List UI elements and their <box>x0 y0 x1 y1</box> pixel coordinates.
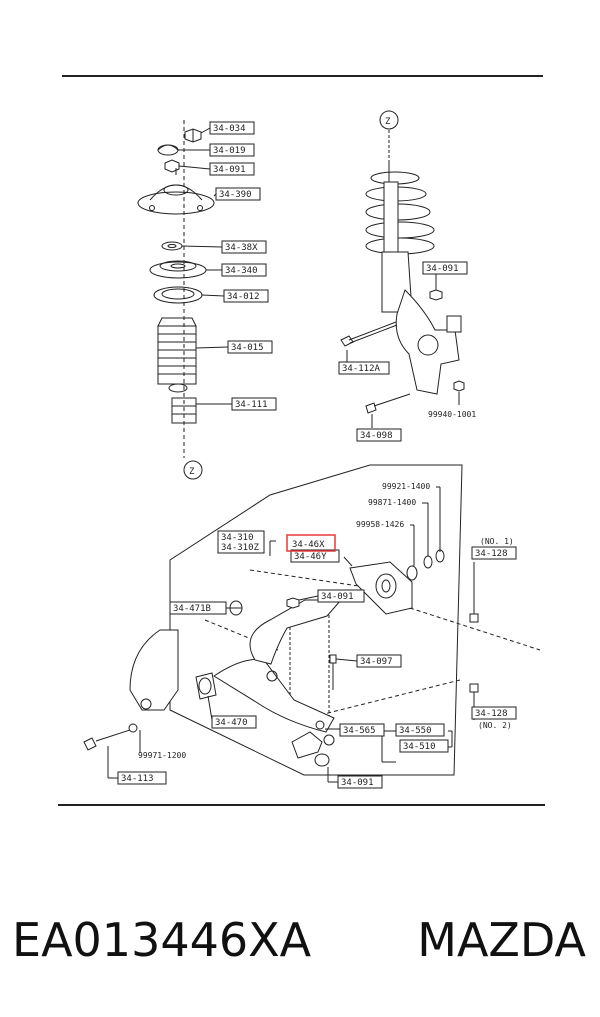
label-34-550: 34-550 <box>399 726 432 736</box>
control-arm-assembly <box>83 464 541 783</box>
part-number: EA013446XA <box>12 913 312 967</box>
label-34-098: 34-098 <box>360 431 393 441</box>
label-34-128-no1: 34-128 <box>475 549 508 559</box>
strut-spring-knuckle <box>340 130 465 428</box>
label-34-113: 34-113 <box>121 774 154 784</box>
z-marker-top: Z <box>379 110 399 130</box>
label-34-510: 34-510 <box>403 742 436 752</box>
label-34-019: 34-019 <box>213 146 246 156</box>
label-boxes <box>117 121 517 789</box>
label-34-310z: 34-310Z <box>221 543 260 553</box>
label-34-471b: 34-471B <box>173 604 211 614</box>
label-34-111: 34-111 <box>235 400 268 410</box>
label-34-38x: 34-38X <box>225 243 258 253</box>
label-34-46y: 34-46Y <box>294 552 327 562</box>
label-34-091-balljoint: 34-091 <box>341 778 374 788</box>
label-34-091-upper: 34-091 <box>213 165 246 175</box>
brand-name: MAZDA <box>417 913 586 967</box>
label-no-2: (NO. 2) <box>478 721 512 730</box>
label-34-097: 34-097 <box>360 657 393 667</box>
label-34-034: 34-034 <box>213 124 246 134</box>
label-34-012: 34-012 <box>227 292 260 302</box>
label-34-390: 34-390 <box>219 190 252 200</box>
caption: EA013446XA MAZDA <box>0 905 600 975</box>
label-99921-1400: 99921-1400 <box>382 482 430 491</box>
label-34-565: 34-565 <box>343 726 376 736</box>
label-34-46x: 34-46X <box>292 540 325 550</box>
label-34-340: 34-340 <box>225 266 258 276</box>
label-34-112a: 34-112A <box>342 364 381 374</box>
label-34-470: 34-470 <box>215 718 248 728</box>
label-34-310: 34-310 <box>221 533 254 543</box>
label-99871-1400: 99871-1400 <box>368 498 416 507</box>
strut-mount-stack <box>137 120 232 458</box>
z-marker-top-label: Z <box>385 117 391 127</box>
label-99971-1200: 99971-1200 <box>138 751 186 760</box>
label-34-015: 34-015 <box>231 343 264 353</box>
label-99940-1001: 99940-1001 <box>428 410 476 419</box>
label-34-128-no2: 34-128 <box>475 709 508 719</box>
highlight-box-34-46x <box>286 534 336 552</box>
z-marker-bottom-label: Z <box>189 467 195 477</box>
z-marker-bottom: Z <box>183 460 203 480</box>
label-99958-1426: 99958-1426 <box>356 520 404 529</box>
label-34-091-knuckle: 34-091 <box>426 264 459 274</box>
label-34-091-arm: 34-091 <box>321 592 354 602</box>
label-no-1: (NO. 1) <box>480 537 514 546</box>
